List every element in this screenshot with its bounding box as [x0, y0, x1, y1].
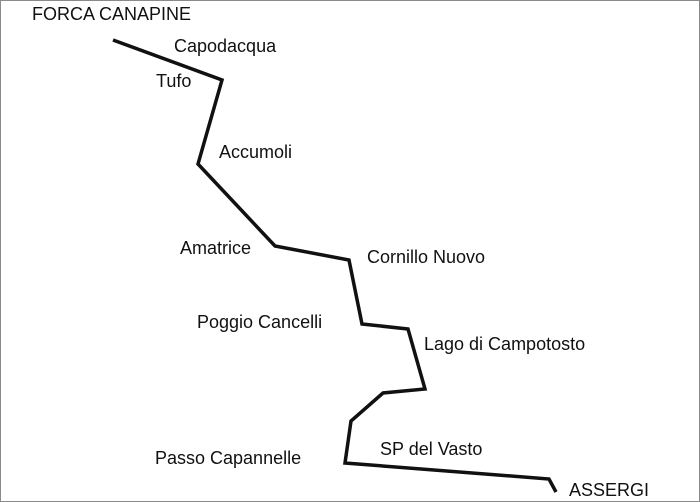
place-label-lago-di-campotosto: Lago di Campotosto — [424, 334, 586, 354]
place-label-cornillo-nuovo: Cornillo Nuovo — [367, 247, 486, 267]
place-label-forca-canapine: FORCA CANAPINE — [32, 4, 192, 24]
place-label-poggio-cancelli: Poggio Cancelli — [197, 312, 323, 332]
place-label-passo-capannelle: Passo Capannelle — [155, 448, 302, 468]
place-label-amatrice: Amatrice — [180, 238, 252, 258]
place-label-assergi: ASSERGI — [569, 480, 650, 500]
place-label-accumoli: Accumoli — [219, 142, 293, 162]
place-label-sp-del-vasto: SP del Vasto — [380, 439, 483, 459]
route-line — [112, 38, 558, 493]
place-label-capodacqua: Capodacqua — [174, 36, 277, 56]
place-label-tufo: Tufo — [156, 71, 192, 91]
